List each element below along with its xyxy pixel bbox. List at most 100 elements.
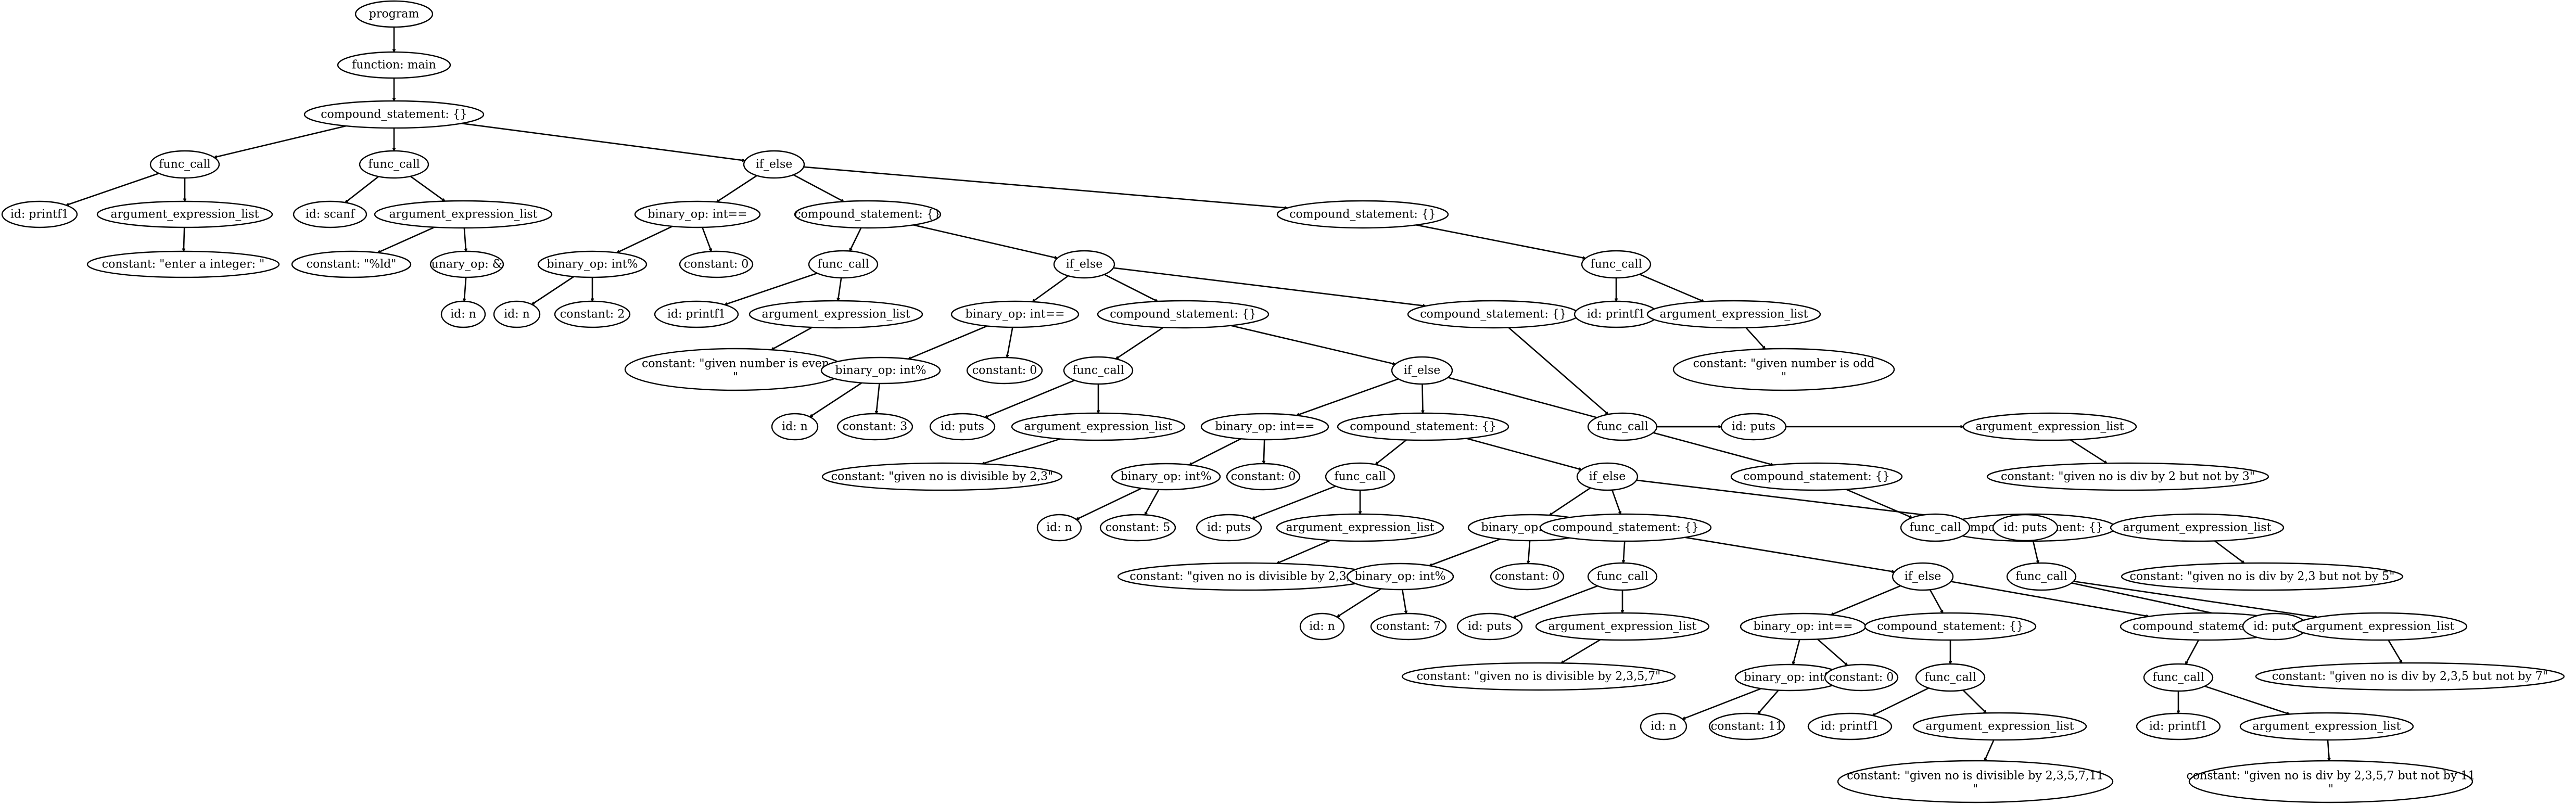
ast-node-n88: constant: "given no is div by 2 but not … <box>1986 462 2269 491</box>
edge-n21-n22 <box>725 272 818 305</box>
ast-node-label: argument_expression_list <box>2252 720 2401 733</box>
ast-node-n33: id: puts <box>929 413 996 441</box>
ast-node-n72: argument_expression_list <box>2239 712 2414 741</box>
ast-node-ellipse <box>303 100 485 129</box>
ast-node-ellipse <box>1226 463 1301 491</box>
ast-node-n16: binary_op: int% <box>537 250 648 278</box>
ast-node-ellipse <box>493 300 541 328</box>
ast-node-label: func_call <box>1596 420 1648 433</box>
ast-node-label: func_call <box>1590 258 1642 271</box>
ast-node-n92: argument_expression_list <box>1646 300 1821 329</box>
ast-node-n13: id: n <box>440 300 486 328</box>
ast-node-label: compound_statement: {} <box>1877 620 2024 633</box>
ast-node-label: constant: "%ld" <box>307 258 397 271</box>
ast-node-n17: id: n <box>493 300 541 328</box>
edge-n56-n57 <box>1561 638 1601 664</box>
ast-node-n79: compound_statement: {} <box>1730 462 1903 491</box>
ast-node-label: argument_expression_list <box>1975 420 2124 433</box>
ast-node-label: compound_statement: {} <box>1552 521 1699 534</box>
ast-node-label: constant: "given number is even <box>642 357 829 370</box>
ast-node-n49: binary_op: int% <box>1346 563 1454 591</box>
ast-node-label: binary_op: int% <box>1354 570 1445 583</box>
ast-node-n11: constant: "%ld" <box>291 250 412 278</box>
ast-node-label: constant: "given no is div by 2,3 but no… <box>2130 570 2395 583</box>
ast-node-ellipse <box>1490 563 1565 591</box>
ast-node-n47: if_else <box>1576 462 1639 491</box>
edge-n32-n33 <box>985 379 1075 417</box>
ast-node-ellipse <box>743 150 805 179</box>
ast-node-n83: constant: "given no is div by 2,3 but no… <box>2121 562 2404 591</box>
ast-node-label: if_else <box>1404 364 1441 377</box>
edge-n21-n23 <box>838 277 842 301</box>
edge-n48-n49 <box>1429 538 1501 566</box>
edge-n27-n29 <box>877 383 880 414</box>
ast-node-n50: id: n <box>1299 612 1345 641</box>
edge-n8-n9 <box>345 176 379 203</box>
ast-node-label: if_else <box>1905 570 1941 583</box>
ast-node-n10: argument_expression_list <box>374 200 553 229</box>
ast-node-ellipse <box>1708 712 1785 740</box>
ast-node-ellipse <box>1900 513 1971 542</box>
edge-n34-n35 <box>982 438 1061 464</box>
ast-node-label: argument_expression_list <box>1548 620 1696 633</box>
ast-node-ellipse <box>950 300 1080 328</box>
ast-node-label: func_call <box>1909 521 1961 534</box>
ast-node-ellipse <box>2136 712 2221 740</box>
edge-n4-n5 <box>66 172 159 205</box>
edge-n25-n84 <box>1113 267 1426 306</box>
ast-node-n12: unary_op: & <box>429 250 504 278</box>
ast-node-ellipse <box>537 250 648 278</box>
edge-n3-n4 <box>214 125 347 158</box>
ast-node-ellipse <box>1892 562 1954 591</box>
ast-node-label: constant: "given number is odd <box>1693 357 1875 370</box>
ast-node-label: func_call <box>1334 470 1386 483</box>
ast-node-n73: constant: "given no is div by 2,3,5,7 bu… <box>2187 760 2475 803</box>
ast-node-label-line2: " <box>1973 783 1978 796</box>
ast-node-n1: program <box>354 0 434 28</box>
ast-node-ellipse <box>359 150 429 179</box>
ast-node-n32: func_call <box>1063 356 1134 385</box>
ast-node-ellipse <box>86 250 280 278</box>
ast-node-label: argument_expression_list <box>2123 521 2271 534</box>
ast-node-label: id: printf1 <box>2149 720 2207 733</box>
ast-node-ellipse <box>354 0 434 28</box>
edge-n38-n39 <box>1076 488 1142 520</box>
ast-node-label: id: printf1 <box>1821 720 1879 733</box>
ast-node-ellipse <box>337 51 451 79</box>
ast-node-n76: id: puts <box>2242 612 2308 641</box>
ast-node-n19: constant: 0 <box>679 250 754 278</box>
ast-node-label: compound_statement: {} <box>1420 308 1567 321</box>
ast-node-n63: constant: 0 <box>1824 663 1899 692</box>
edge-n87-n88 <box>2070 439 2107 464</box>
ast-node-ellipse <box>654 300 739 328</box>
ast-node-n34: argument_expression_list <box>1011 412 1186 441</box>
ast-node-n90: func_call <box>1581 250 1652 279</box>
ast-node-ellipse <box>1720 413 1787 441</box>
ast-node-ellipse <box>1097 300 1270 329</box>
ast-node-label: constant: "enter a integer: " <box>102 258 264 271</box>
ast-node-n56: argument_expression_list <box>1535 612 1710 641</box>
ast-node-label: argument_expression_list <box>1659 308 1808 321</box>
ast-node-label: id: printf1 <box>1587 308 1645 321</box>
edge-n47-n53 <box>1611 490 1621 514</box>
ast-node-ellipse <box>1539 513 1712 542</box>
edge-n69-n70 <box>2185 640 2200 665</box>
edge-n79-n80 <box>1846 489 1912 518</box>
ast-node-ellipse <box>820 356 941 385</box>
ast-node-n26: binary_op: int== <box>950 300 1080 328</box>
ast-node-label: constant: 0 <box>972 364 1037 377</box>
ast-node-n37: binary_op: int== <box>1200 413 1329 441</box>
ast-node-n85: func_call <box>1587 412 1658 441</box>
ast-node-ellipse <box>1337 412 1509 441</box>
ast-node-label: function: main <box>352 59 436 72</box>
ast-node-n55: id: puts <box>1456 612 1523 641</box>
ast-node-ellipse <box>1053 250 1115 279</box>
ast-node-label: id: n <box>782 420 808 433</box>
ast-node-n5: id: printf1 <box>1 200 78 228</box>
ast-node-ellipse <box>808 250 879 279</box>
edge-n90-n92 <box>1639 273 1704 302</box>
edge-n42-n47 <box>1466 438 1582 469</box>
ast-node-n67: argument_expression_list <box>1912 712 2087 741</box>
edge-n47-n74 <box>1636 479 1962 520</box>
ast-node-label: id: n <box>504 308 530 321</box>
